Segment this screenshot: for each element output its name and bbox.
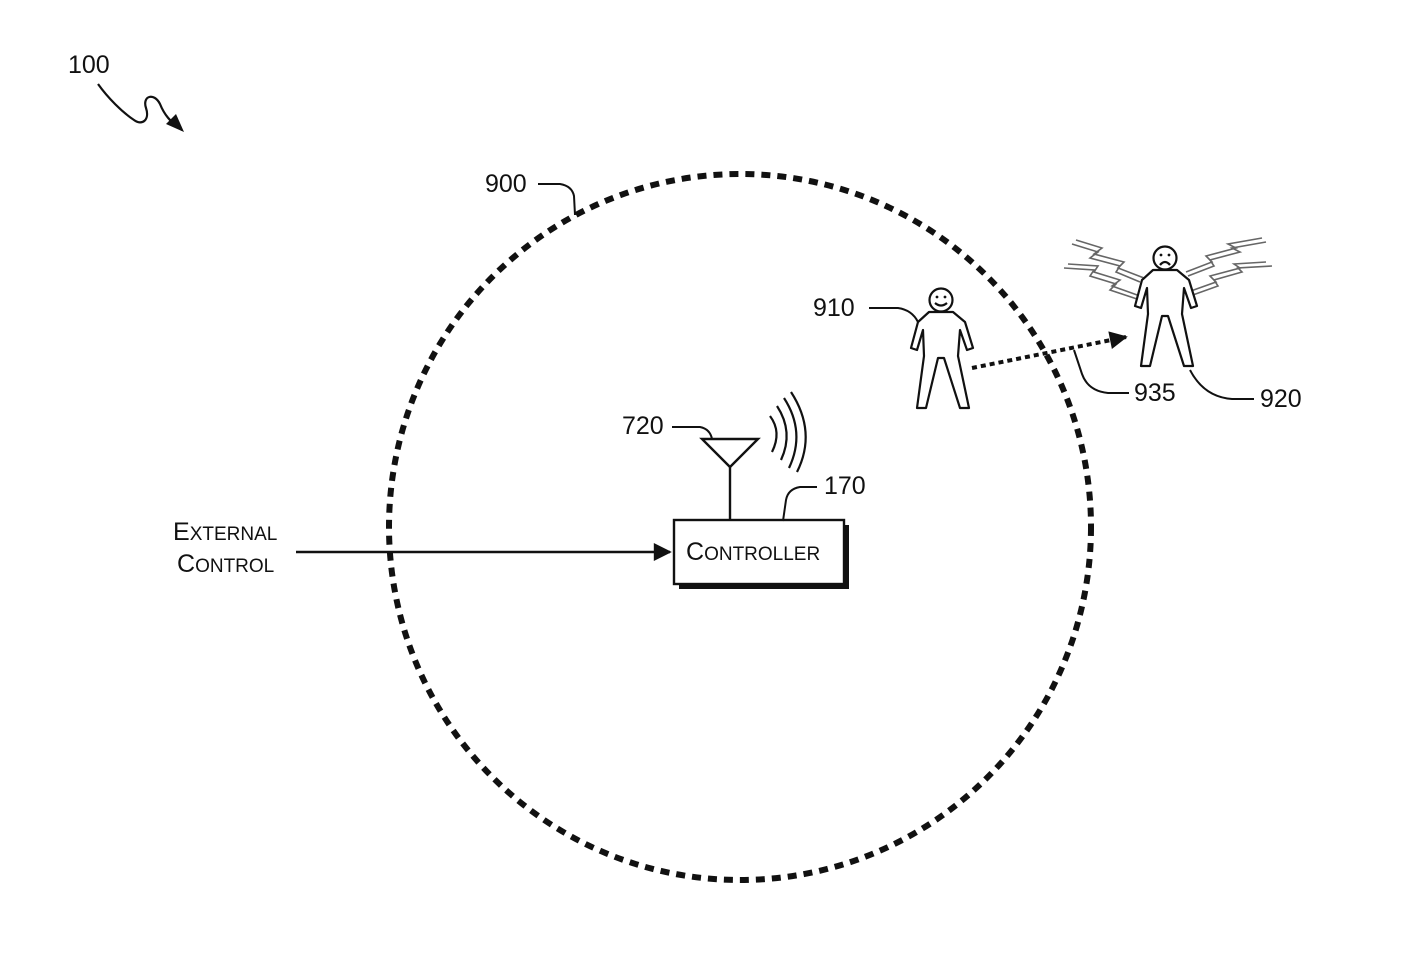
antenna-icon <box>699 437 761 520</box>
leader-170 <box>782 486 817 522</box>
ref-label-900: 900 <box>485 170 527 198</box>
happy-person-icon <box>909 287 975 410</box>
external-control-line1: EXTERNAL <box>173 518 277 546</box>
ref-label-910: 910 <box>813 294 855 322</box>
figure-ref-100: 100 <box>68 51 110 79</box>
leader-935 <box>1073 349 1129 394</box>
leader-910 <box>869 307 919 323</box>
ref-label-920: 920 <box>1260 385 1302 413</box>
radio-waves-icon <box>769 391 807 473</box>
leader-720 <box>672 426 713 440</box>
ref-label-720: 720 <box>622 412 664 440</box>
lightning-icon <box>1063 237 1273 301</box>
ref-label-935: 935 <box>1134 379 1176 407</box>
coverage-area-circle <box>386 171 1094 883</box>
figure-ref-100-arrowhead <box>166 114 184 132</box>
distressed-person-icon <box>1133 245 1199 368</box>
external-control-line2: CONTROL <box>177 550 274 578</box>
ref-label-170: 170 <box>824 472 866 500</box>
controller-box <box>672 518 846 586</box>
leader-920 <box>1189 369 1254 400</box>
leader-900 <box>538 183 576 216</box>
movement-arrow <box>971 331 1128 370</box>
figure-ref-100-squiggle <box>97 83 183 131</box>
controller-label: CONTROLLER <box>686 538 820 566</box>
